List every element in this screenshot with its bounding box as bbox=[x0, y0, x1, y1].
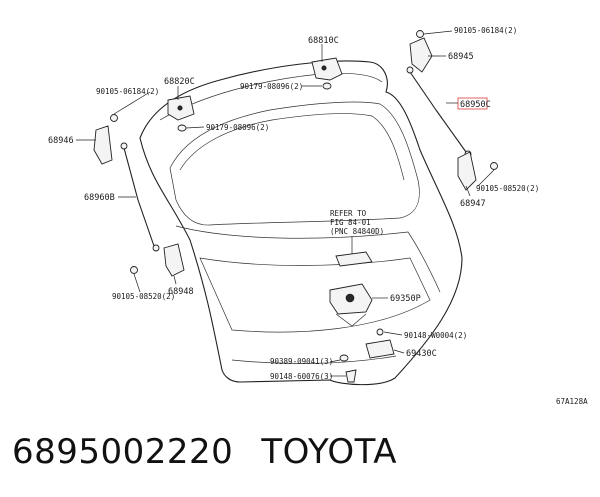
label-refer-pnc: (PNC 84840D) bbox=[330, 227, 384, 236]
cover-69430C bbox=[365, 339, 395, 359]
label-69350P: 69350P bbox=[390, 294, 421, 304]
damper-stay-68950C bbox=[406, 66, 472, 158]
label-90105-06184-left: 90105-06184(2) bbox=[96, 87, 159, 96]
bolt-90105-08520-right bbox=[490, 162, 498, 170]
clip-90179-b bbox=[177, 124, 187, 132]
label-90179-08096-a: 90179-08096(2) bbox=[240, 82, 303, 91]
label-refer-to: REFER TO bbox=[330, 209, 367, 218]
door-lock-69350P bbox=[329, 283, 373, 327]
label-68810C: 68810C bbox=[308, 36, 339, 46]
window-inner-line bbox=[179, 113, 405, 181]
door-handle-reference bbox=[335, 251, 373, 267]
bolt-90105-06184-right bbox=[416, 30, 424, 38]
caption: 6895002220 TOYOTA bbox=[12, 432, 425, 472]
label-refer-fig: FIG 84-01 bbox=[330, 218, 371, 227]
clip-90389-09041 bbox=[339, 354, 349, 362]
label-diagram-code: 67A128A bbox=[556, 397, 588, 406]
label-69430C: 69430C bbox=[406, 349, 437, 359]
hinge-top-68810C bbox=[311, 57, 343, 81]
label-68947: 68947 bbox=[460, 199, 486, 209]
bracket-68947 bbox=[457, 151, 477, 191]
screw-90148-W0004 bbox=[376, 328, 384, 336]
door-garnish-line bbox=[199, 257, 431, 333]
spoiler-edge bbox=[159, 72, 383, 121]
bolt-90105-06184-left bbox=[110, 114, 118, 122]
label-68960B: 68960B bbox=[84, 193, 115, 203]
rear-window-opening bbox=[169, 101, 420, 226]
clip-90148-60076 bbox=[345, 369, 357, 383]
label-68945: 68945 bbox=[448, 52, 474, 62]
label-90148-W0004: 90148-W0004(2) bbox=[404, 331, 467, 340]
hinge-bolt-left bbox=[177, 105, 183, 111]
label-90179-08096-b: 90179-08096(2) bbox=[206, 123, 269, 132]
leader-lines bbox=[76, 30, 495, 377]
bracket-68945 bbox=[409, 37, 433, 73]
back-door-outline bbox=[139, 60, 463, 386]
label-68950C: 68950C bbox=[460, 100, 491, 110]
door-lower-panel bbox=[175, 225, 441, 293]
label-90105-08520-right: 90105-08520(2) bbox=[476, 184, 539, 193]
door-bottom-edge bbox=[231, 355, 397, 364]
bracket-68946 bbox=[93, 125, 113, 165]
clip-90179-a bbox=[322, 82, 332, 90]
back-door-diagram: 68810C 90105-06184(2) 68945 68950C 90105… bbox=[48, 26, 588, 406]
bracket-68948 bbox=[163, 243, 185, 277]
label-68946: 68946 bbox=[48, 136, 74, 146]
part-number: 6895002220 bbox=[12, 432, 234, 472]
damper-stay-68960B bbox=[120, 142, 160, 252]
label-90389-09041: 90389-09041(3) bbox=[270, 357, 333, 366]
brand-name: TOYOTA bbox=[261, 432, 398, 472]
label-68948: 68948 bbox=[168, 287, 194, 297]
label-90148-60076: 90148-60076(3) bbox=[270, 372, 333, 381]
label-90105-08520-left: 90105-08520(2) bbox=[112, 292, 175, 301]
label-90105-06184-top: 90105-06184(2) bbox=[454, 26, 517, 35]
bolt-90105-08520-left bbox=[130, 266, 138, 274]
hinge-bolt bbox=[321, 65, 327, 71]
part-highlight-68950C bbox=[457, 97, 488, 110]
label-68820C: 68820C bbox=[164, 77, 195, 87]
